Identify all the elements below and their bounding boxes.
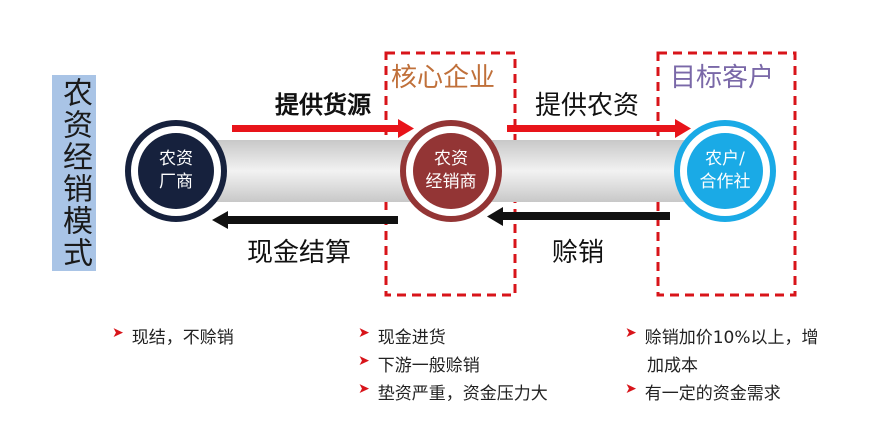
chevron-right-icon: ➤ bbox=[358, 381, 370, 397]
node-middle bbox=[400, 120, 502, 222]
chevron-right-icon: ➤ bbox=[625, 381, 637, 397]
core-enterprise-label: 核心企业 bbox=[391, 63, 496, 93]
note-right-1: ➤ 赊销加价10%以上，增 bbox=[625, 325, 819, 348]
side-title: 农资经销模式 bbox=[52, 75, 96, 271]
node-left-text: 农资厂商 bbox=[159, 149, 193, 192]
chevron-right-icon: ➤ bbox=[358, 353, 370, 369]
note-right-1-cont: 加成本 bbox=[647, 356, 698, 376]
note-right-2: ➤ 有一定的资金需求 bbox=[625, 381, 781, 404]
supply-label: 提供货源 bbox=[275, 91, 371, 119]
node-left bbox=[125, 120, 227, 222]
provide-agri-label: 提供农资 bbox=[535, 91, 640, 121]
credit-sale-label: 赊销 bbox=[552, 238, 605, 268]
chevron-right-icon: ➤ bbox=[625, 325, 637, 341]
node-right bbox=[674, 120, 776, 222]
node-middle-text: 农资经销商 bbox=[425, 149, 477, 192]
note-middle-2: ➤ 下游一般赊销 bbox=[358, 353, 480, 376]
payment-arrow-left bbox=[212, 211, 398, 229]
node-right-text: 农户/合作社 bbox=[699, 149, 751, 192]
supply-arrow-right bbox=[507, 119, 691, 138]
note-left-1: ➤ 现结，不赊销 bbox=[112, 325, 234, 348]
cash-settlement-label: 现金结算 bbox=[247, 238, 352, 268]
chevron-right-icon: ➤ bbox=[112, 325, 124, 341]
note-middle-3: ➤ 垫资严重，资金压力大 bbox=[358, 381, 548, 404]
payment-arrow-right bbox=[487, 207, 670, 226]
target-customer-label: 目标客户 bbox=[670, 63, 775, 93]
note-middle-1: ➤ 现金进货 bbox=[358, 325, 446, 348]
supply-arrow-left bbox=[232, 119, 414, 138]
chevron-right-icon: ➤ bbox=[358, 325, 370, 341]
